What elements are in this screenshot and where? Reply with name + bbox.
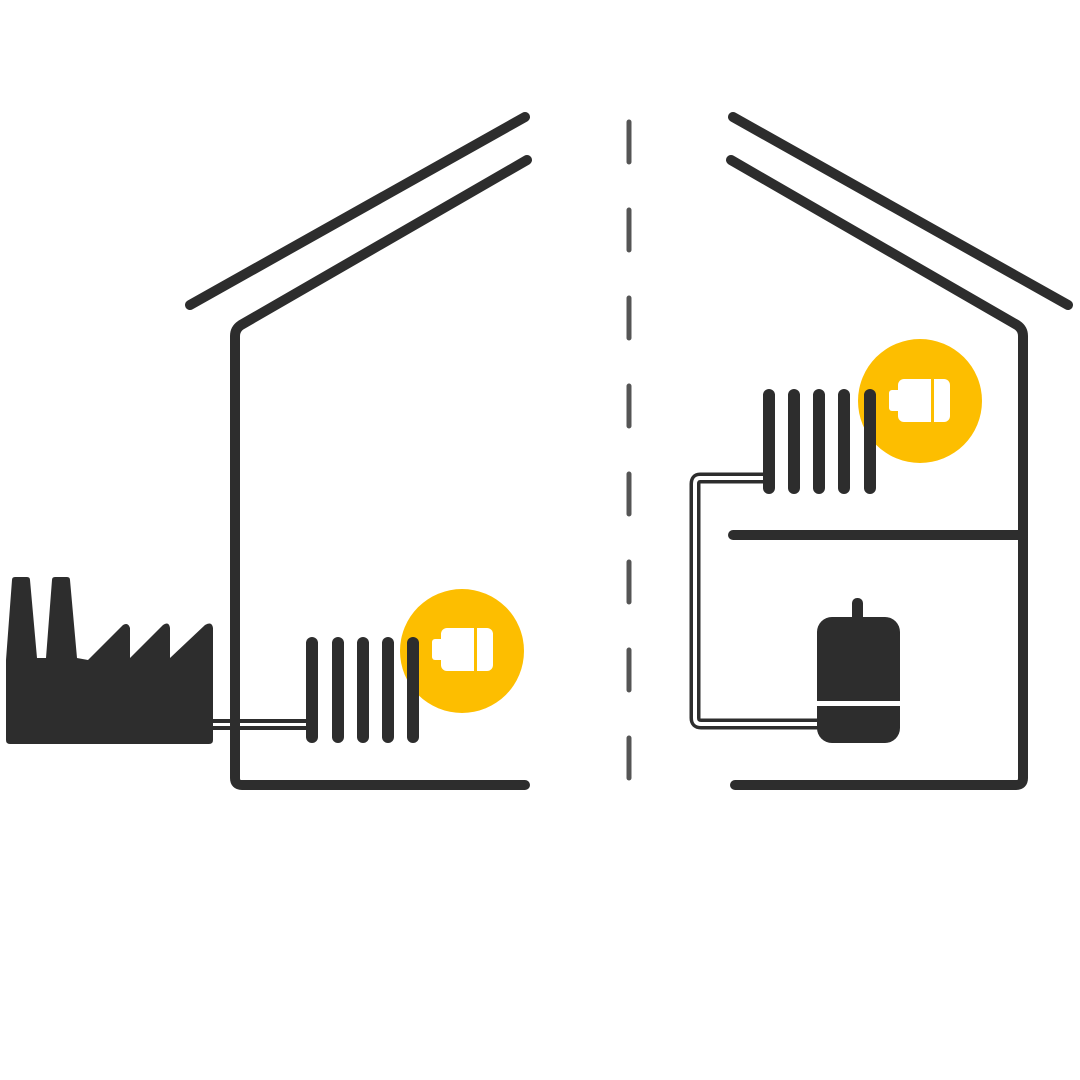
boiler-pipe-inner	[693, 476, 822, 726]
right-thermostat-icon	[889, 379, 950, 422]
boiler-icon	[817, 598, 900, 743]
right-house	[726, 112, 1073, 790]
boiler-pipe	[689, 472, 822, 730]
left-house-wall	[230, 155, 532, 790]
left-thermostat-icon	[432, 628, 493, 671]
right-roof-outer	[728, 112, 1073, 310]
right-house-wall	[726, 155, 1028, 790]
factory-pipe	[205, 719, 309, 730]
left-radiator-icon	[306, 637, 394, 743]
factory-icon	[6, 577, 213, 744]
right-radiator-icon	[763, 389, 850, 494]
left-roof-outer	[185, 112, 530, 310]
left-house	[185, 112, 532, 790]
